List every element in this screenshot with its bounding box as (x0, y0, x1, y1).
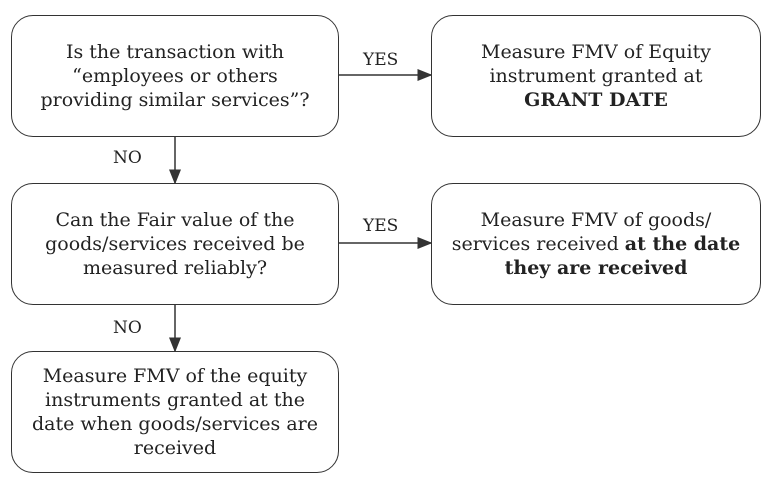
outcome-goods-received-line-2-bold: at the date (624, 233, 741, 255)
outcome-goods-received-line-2: services received at the date (452, 232, 741, 256)
decision-fair-value-line-3: measured reliably? (82, 257, 268, 279)
outcome-equity-instruments-line-4: received (133, 437, 217, 459)
decision-employees-line-2: “employees or others (72, 65, 278, 87)
outcome-equity-instruments-line-1: Measure FMV of the equity (42, 365, 308, 387)
outcome-equity-instruments-line-2: instruments granted at the (45, 389, 305, 411)
no-label-1: NO (113, 148, 142, 168)
outcome-goods-received-box: Measure FMV of goods/ services received … (431, 183, 761, 305)
decision-employees-line-3: providing similar services”? (40, 89, 310, 111)
outcome-goods-received-line-2-normal: services received (451, 233, 625, 255)
outcome-grant-date-box: Measure FMV of Equity instrument granted… (431, 15, 761, 137)
outcome-equity-instruments-box: Measure FMV of the equity instruments gr… (11, 351, 339, 473)
yes-label-2: YES (363, 216, 399, 236)
decision-fair-value-line-2: goods/services received be (45, 233, 305, 255)
no-label-2: NO (113, 318, 142, 338)
outcome-grant-date-line-2: instrument granted at (489, 65, 703, 87)
outcome-equity-instruments-line-3: date when goods/services are (31, 413, 318, 435)
outcome-goods-received-line-1: Measure FMV of goods/ (480, 209, 712, 231)
outcome-goods-received-line-3: they are received (504, 257, 688, 279)
decision-fair-value-line-1: Can the Fair value of the (55, 209, 295, 231)
decision-employees-line-1: Is the transaction with (65, 41, 285, 63)
outcome-grant-date-line-3: GRANT DATE (524, 89, 668, 111)
decision-fair-value-box: Can the Fair value of the goods/services… (11, 183, 339, 305)
decision-employees-box: Is the transaction with “employees or ot… (11, 15, 339, 137)
outcome-grant-date-line-1: Measure FMV of Equity (480, 41, 711, 63)
yes-label-1: YES (363, 50, 399, 70)
